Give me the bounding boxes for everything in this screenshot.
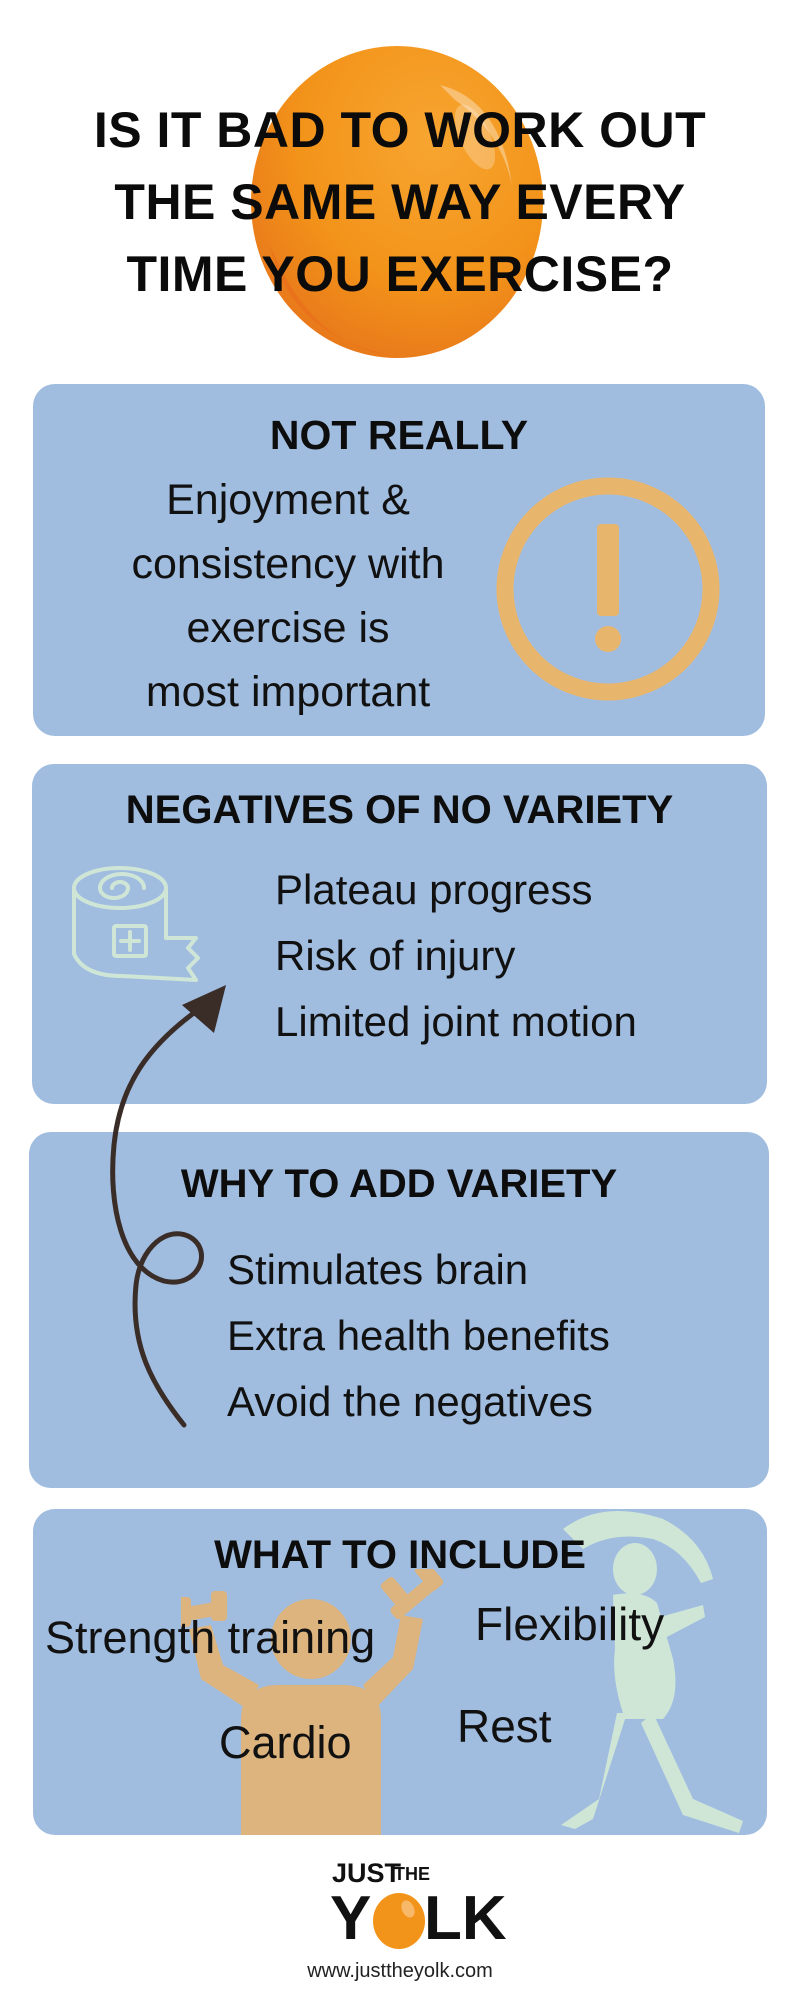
why-variety-item-2: Extra health benefits [227,1312,610,1359]
loop-arrow-icon [110,985,226,1428]
title-line-3: TIME YOU EXERCISE? [126,246,674,302]
include-card: WHAT TO INCLUDE Strength training Flexib… [33,1509,767,1835]
title-line-1: IS IT BAD TO WORK OUT [93,102,707,158]
title-line-2: THE SAME WAY EVERY [114,174,686,230]
why-variety-item-1: Stimulates brain [227,1246,529,1293]
stretching-person-icon [561,1511,743,1833]
brand-url[interactable]: www.justtheyolk.com [307,1960,493,1982]
bandage-roll-icon [72,866,200,982]
why-variety-card: WHY TO ADD VARIETY Stimulates brain Extr… [29,1132,769,1488]
not-really-line-3: exercise is [186,604,390,652]
yolk-ball-icon [373,1893,425,1949]
not-really-line-4: most important [145,668,431,716]
include-strength: Strength training [45,1612,376,1663]
negatives-item-1: Plateau progress [275,866,593,913]
not-really-line-2: consistency with [131,540,445,588]
not-really-line-1: Enjoyment & [166,476,410,524]
include-flexibility: Flexibility [475,1598,665,1650]
exclamation-circle-icon [496,477,720,701]
brand-word-just: JUST [332,1858,402,1888]
brand-letter-y: Y [330,1884,372,1953]
brand-logo: JUST THE Y LK [0,1850,800,1990]
negatives-heading: NEGATIVES OF NO VARIETY [125,788,674,832]
negatives-item-3: Limited joint motion [275,998,637,1045]
not-really-heading: NOT REALLY [269,412,529,458]
include-heading: WHAT TO INCLUDE [214,1533,586,1577]
why-variety-heading: WHY TO ADD VARIETY [180,1162,618,1206]
why-variety-item-3: Avoid the negatives [227,1378,593,1425]
brand-word-the: THE [394,1864,430,1884]
orange-ball-icon [251,46,543,358]
negatives-item-2: Risk of injury [275,932,516,979]
not-really-card: NOT REALLY Enjoyment & consistency with … [33,384,765,736]
brand-letters-lk: LK [424,1884,507,1953]
include-rest: Rest [457,1700,552,1752]
dumbbell-lifter-icon [181,1569,444,1835]
include-cardio: Cardio [219,1717,352,1768]
